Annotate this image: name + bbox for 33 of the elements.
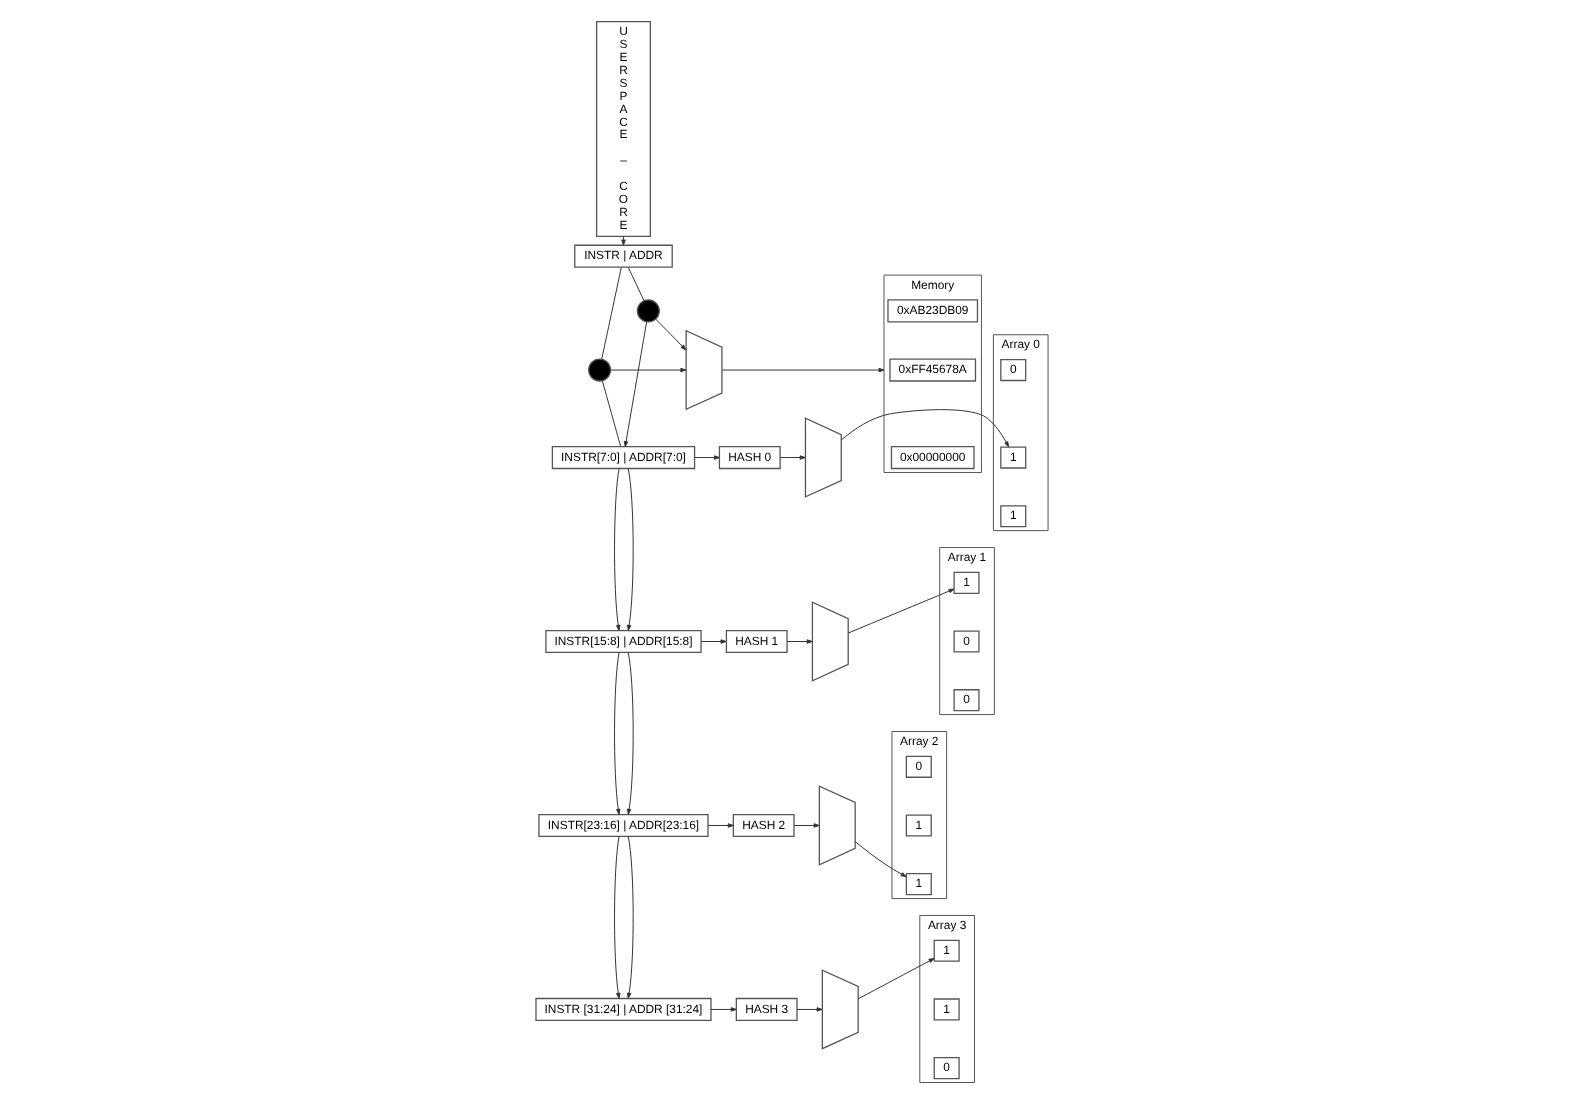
arrow bbox=[694, 455, 720, 460]
arrow bbox=[707, 823, 734, 828]
arrow bbox=[655, 318, 687, 351]
arrow bbox=[796, 1007, 823, 1012]
arrow bbox=[847, 588, 955, 634]
arrow bbox=[621, 235, 626, 246]
node-trapezoid bbox=[685, 329, 723, 411]
node-trapezoid bbox=[821, 969, 859, 1050]
node-trapezoid bbox=[811, 601, 849, 682]
arrow bbox=[857, 957, 935, 1000]
arrow bbox=[710, 1007, 737, 1012]
arrow bbox=[614, 652, 621, 815]
arrow bbox=[793, 823, 820, 828]
arrow bbox=[721, 367, 885, 373]
connector bbox=[601, 267, 622, 360]
node-circle bbox=[588, 358, 612, 382]
arrow bbox=[626, 468, 634, 631]
connector bbox=[627, 266, 645, 302]
arrow bbox=[841, 409, 1010, 448]
connector bbox=[601, 380, 622, 448]
arrow bbox=[700, 639, 727, 644]
arrow bbox=[626, 836, 634, 999]
node-trapezoid bbox=[818, 785, 856, 866]
arrow bbox=[854, 841, 907, 878]
arrow bbox=[614, 836, 621, 999]
arrow bbox=[610, 367, 687, 373]
arrow bbox=[626, 652, 634, 815]
arrow bbox=[786, 639, 813, 644]
node-trapezoid bbox=[804, 417, 842, 498]
arrow bbox=[623, 321, 648, 448]
arrow bbox=[614, 468, 621, 631]
arrow bbox=[779, 455, 806, 460]
node-circle bbox=[636, 299, 660, 323]
